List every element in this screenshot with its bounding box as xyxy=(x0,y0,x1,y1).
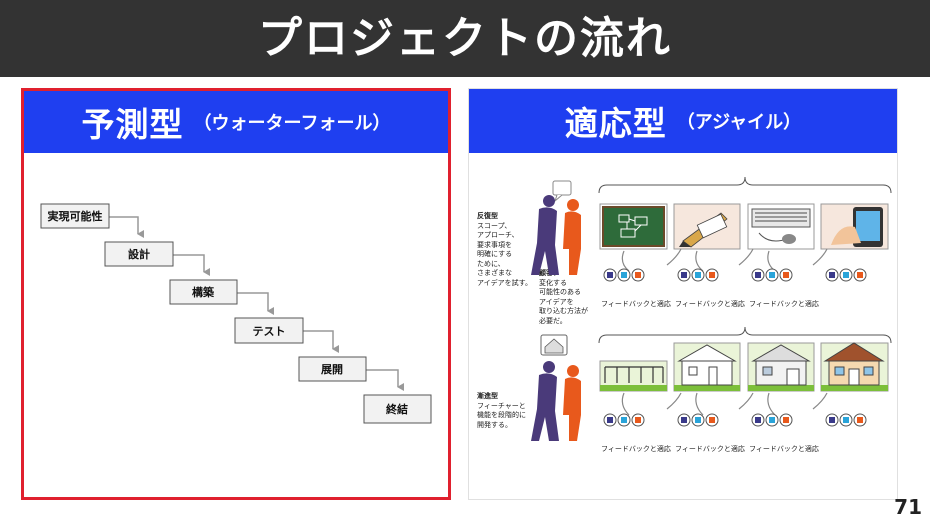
connector-2 xyxy=(172,254,210,276)
iterative-label: 反復型 xyxy=(477,212,498,220)
house-frame-icon xyxy=(673,342,741,392)
feedback-label-bottom-2: フィードバックと適応 xyxy=(675,445,745,453)
house-finished-icon xyxy=(820,342,889,392)
agile-title: 適応型 xyxy=(564,104,667,143)
feedback-arrows-top xyxy=(621,248,828,272)
bottom-brace xyxy=(598,326,892,344)
page-title: プロジェクトの流れ xyxy=(258,13,672,64)
agile-subtitle: （アジャイル） xyxy=(676,112,802,133)
house-foundation-icon xyxy=(599,360,668,392)
waterfall-title: 予測型 xyxy=(81,105,184,144)
connector-3 xyxy=(236,292,274,315)
svg-text:構築: 構築 xyxy=(192,285,215,299)
waterfall-header: 予測型 （ウォーターフォール） xyxy=(24,91,448,153)
waterfall-panel: 予測型 （ウォーターフォール） 実現可能性 設計 構築 xyxy=(21,88,451,500)
step-3: 構築 xyxy=(169,279,238,305)
connector-4 xyxy=(302,330,339,353)
feedback-label-bottom-1: フィードバックと適応 xyxy=(601,445,671,453)
svg-text:テスト: テスト xyxy=(253,325,286,338)
svg-text:終結: 終結 xyxy=(386,402,408,416)
feedback-label-bottom-3: フィードバックと適応 xyxy=(749,445,819,453)
iterative-text: 反復型 スコープ、 アプローチ、 要求事項を 明確にする ために、 さまざまな … xyxy=(477,212,532,287)
tablet-icon xyxy=(820,203,889,250)
top-brace xyxy=(598,176,892,194)
step-6: 終結 xyxy=(363,394,432,424)
svg-text:実現可能性: 実現可能性 xyxy=(48,209,103,223)
incremental-label: 漸進型 xyxy=(477,392,498,400)
connector-5 xyxy=(366,369,404,391)
step-5: 展開 xyxy=(298,356,367,382)
step-2: 設計 xyxy=(104,241,174,267)
keyboard-mouse-icon xyxy=(747,203,815,250)
feedback-arrows-bottom xyxy=(621,392,828,416)
svg-text:設計: 設計 xyxy=(128,247,150,261)
svg-text:展開: 展開 xyxy=(320,363,343,376)
house-siding-icon xyxy=(747,342,815,392)
feedback-icons xyxy=(603,268,867,427)
agile-header: 適応型 （アジャイル） xyxy=(469,89,897,153)
title-bar xyxy=(0,0,930,77)
agile-illustration xyxy=(531,176,892,441)
chalkboard-icon xyxy=(599,203,668,250)
waterfall-subtitle: （ウォーターフォール） xyxy=(193,113,391,134)
people-bottom-icon xyxy=(531,334,581,441)
connector-1 xyxy=(108,216,144,238)
feedback-label-top-1: フィードバックと適応 xyxy=(601,300,671,308)
agile-panel: 適応型 （アジャイル） 反復型 スコープ、 アプローチ、 要求事項を 明確にする… xyxy=(468,88,898,500)
incremental-text: 漸進型 フィーチャーと 機能を段階的に 開発する。 xyxy=(477,392,526,429)
step-1: 実現可能性 xyxy=(40,203,110,229)
page-number: 71 xyxy=(894,495,922,519)
people-top-icon xyxy=(531,180,581,275)
waterfall-diagram: 実現可能性 設計 構築 テスト 展開 終結 xyxy=(40,203,432,424)
pencil-eraser-icon xyxy=(673,203,741,250)
feedback-label-top-3: フィードバックと適応 xyxy=(749,300,819,308)
step-4: テスト xyxy=(234,317,304,344)
feedback-label-top-2: フィードバックと適応 xyxy=(675,300,745,308)
